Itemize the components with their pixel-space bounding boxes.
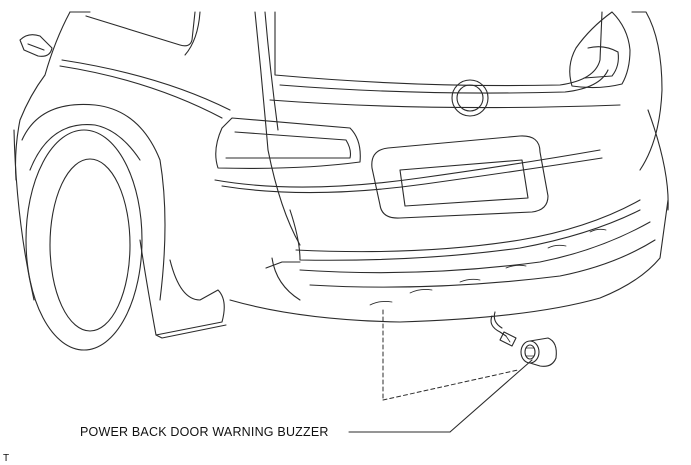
back-door — [214, 11, 621, 194]
callout-label: POWER BACK DOOR WARNING BUZZER — [80, 425, 329, 439]
rear-wheel — [13, 103, 166, 351]
corner-mark: T — [3, 453, 9, 464]
rear-bumper — [229, 109, 669, 323]
mud-flap — [139, 239, 227, 339]
left-tail-lamp — [215, 117, 361, 169]
vehicle-body-side — [14, 11, 301, 246]
wire-connector — [490, 311, 517, 347]
location-leader-dashed — [382, 309, 519, 401]
right-tail-lamp — [569, 11, 663, 171]
license-plate-recess — [371, 135, 549, 219]
callout-leader-line — [348, 359, 533, 433]
bumper-lower-recesses — [369, 228, 607, 306]
warning-buzzer-component — [520, 337, 557, 367]
